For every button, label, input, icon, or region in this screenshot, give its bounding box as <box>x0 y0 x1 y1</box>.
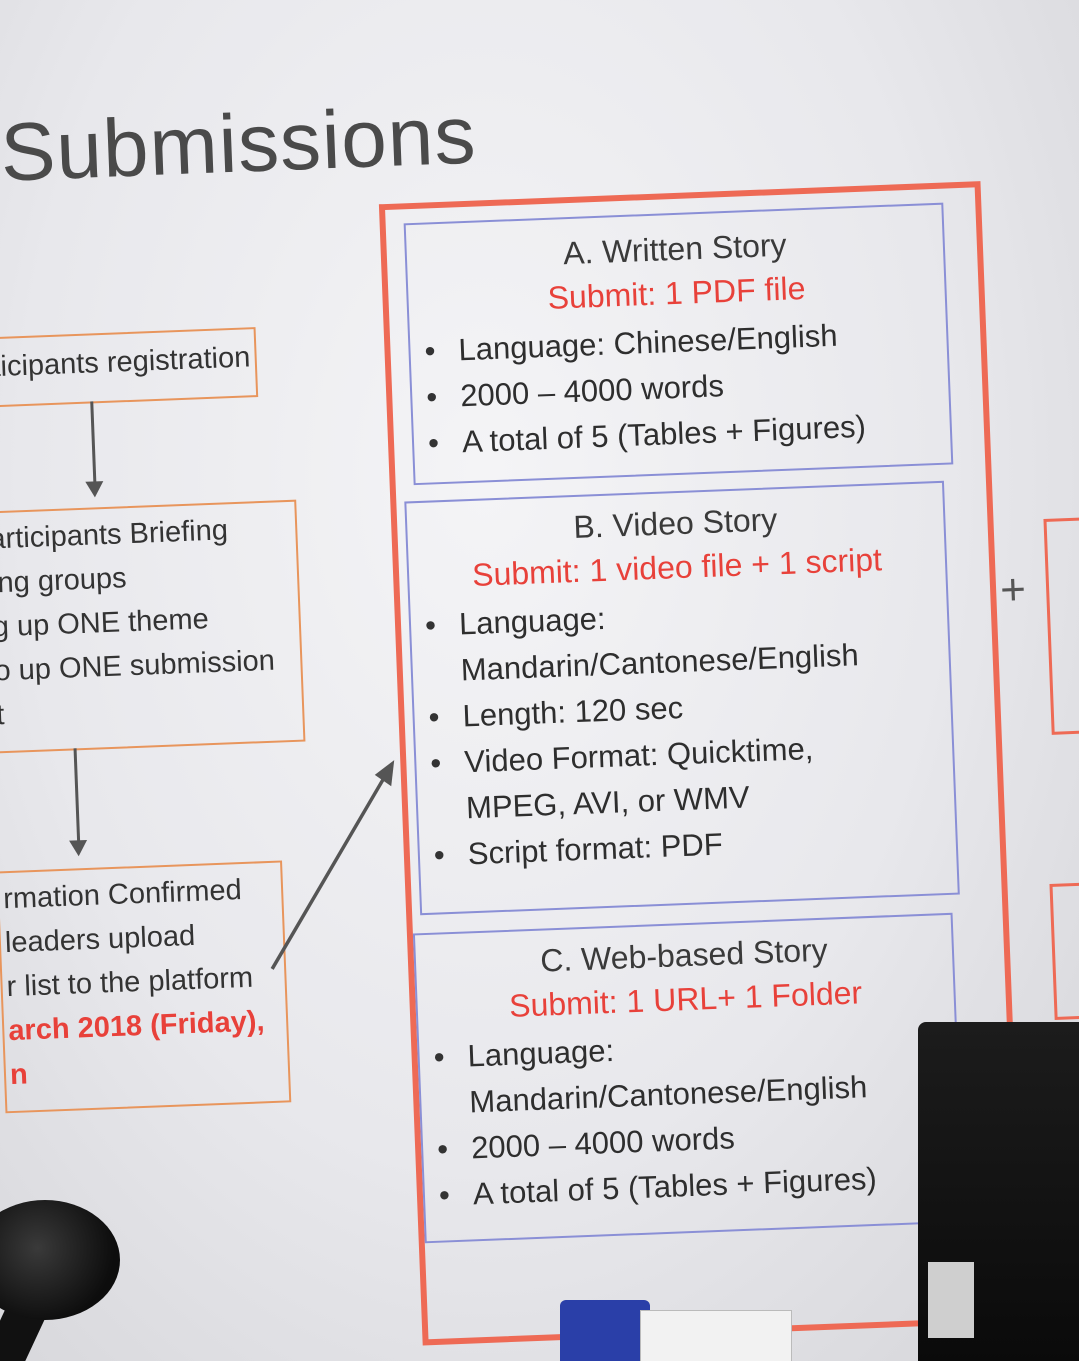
web-story-box: C. Web-based Story Submit: 1 URL+ 1 Fold… <box>412 912 965 1244</box>
monitor-sticker <box>928 1262 974 1338</box>
diagonal-arrow-line <box>270 775 387 970</box>
microphone <box>0 1200 120 1320</box>
written-list: Language: Chinese/English 2000 – 4000 wo… <box>410 309 951 467</box>
written-story-box: A. Written Story Submit: 1 PDF file Lang… <box>403 202 954 486</box>
plus-sign: + <box>999 564 1027 615</box>
video-list: Language: Mandarin/Cantonese/English Len… <box>410 583 956 879</box>
right-partial-box-bottom <box>1049 880 1079 1020</box>
video-story-box: B. Video Story Submit: 1 video file + 1 … <box>404 480 960 916</box>
blue-cable-connector <box>560 1300 650 1361</box>
web-list: Language: Mandarin/Cantonese/English 200… <box>419 1015 962 1219</box>
white-box <box>640 1310 792 1361</box>
diagonal-arrow-head <box>374 760 395 787</box>
